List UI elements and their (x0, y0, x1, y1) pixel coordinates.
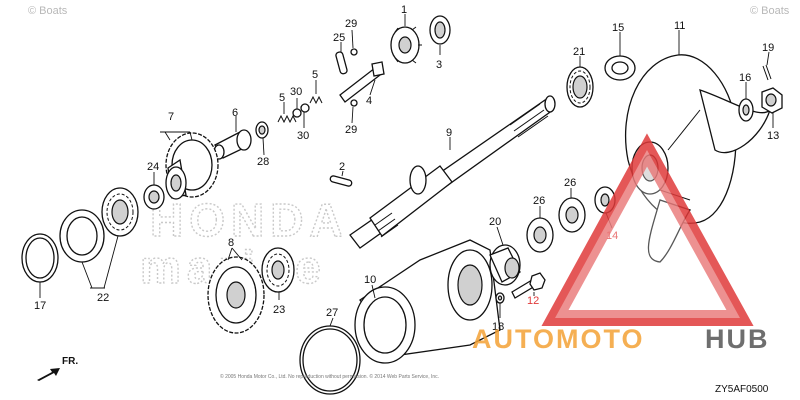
o-ring-27 (299, 325, 361, 395)
callout-21: 21 (573, 46, 585, 58)
detent-spring-right (309, 95, 323, 105)
steel-ball-bottom (350, 99, 358, 107)
o-ring-17 (21, 233, 59, 283)
callout-9: 9 (446, 127, 452, 139)
callout-19: 19 (762, 42, 774, 54)
callout-20: 20 (489, 216, 501, 228)
callout-18: 18 (492, 321, 504, 333)
detent-ball-left (292, 108, 302, 118)
callout-23: 23 (273, 304, 285, 316)
callout-13: 13 (767, 130, 779, 142)
callout-26a: 26 (533, 195, 545, 207)
callout-1: 1 (401, 4, 407, 16)
callout-30b: 30 (297, 130, 309, 142)
washer-18 (495, 292, 505, 304)
clutch-shifter (390, 26, 422, 64)
callout-28: 28 (257, 156, 269, 168)
callout-26b: 26 (564, 177, 576, 189)
washer-28 (255, 121, 269, 139)
bearing-21 (566, 66, 594, 108)
washer-16 (738, 98, 754, 122)
callout-2: 2 (339, 161, 345, 173)
callout-24: 24 (147, 161, 159, 173)
corner-watermark-left: © Boats (28, 5, 68, 17)
steel-ball-top (350, 48, 358, 56)
leader-lines (39, 14, 774, 327)
callout-29a: 29 (345, 18, 357, 30)
callout-30a: 30 (290, 86, 302, 98)
center-watermark-brand: HONDA (150, 194, 349, 246)
bearing-23 (261, 247, 295, 293)
diagram-code: ZY5AF0500 (715, 384, 769, 395)
propeller-shaft (349, 95, 556, 249)
detent-ball-right (300, 103, 310, 113)
logo-text-automoto: AUTOMOTO (472, 324, 645, 354)
callout-10: 10 (364, 274, 376, 286)
detent-spring-left (277, 114, 297, 124)
logo-triangle (541, 133, 754, 326)
callout-22: 22 (97, 292, 109, 304)
callout-15: 15 (612, 22, 624, 34)
callout-11: 11 (674, 20, 685, 32)
needle-bearing (489, 244, 521, 286)
shift-rod (213, 129, 252, 160)
bearing-24 (143, 184, 165, 210)
callout-25: 25 (333, 32, 345, 44)
callout-29b: 29 (345, 124, 357, 136)
forward-gear (165, 132, 219, 200)
callout-7: 7 (168, 111, 174, 123)
oil-seal-left (526, 217, 554, 253)
callout-5b: 5 (312, 69, 318, 81)
callout-4: 4 (366, 95, 372, 107)
callout-numbers: 1 2 3 4 5 5 6 7 8 9 10 11 12 13 14 15 16… (34, 4, 779, 333)
automotohub-logo: AUTOMOTO HUB (472, 133, 770, 354)
copyright-notice: © 2005 Honda Motor Co., Ltd. No reproduc… (220, 373, 439, 380)
corner-watermark-right: © Boats (750, 5, 790, 17)
propeller-nut (761, 87, 783, 114)
callout-12: 12 (527, 295, 539, 307)
callout-6: 6 (232, 107, 238, 119)
cotter-pin (762, 64, 772, 81)
bearing-holder-case (354, 239, 501, 364)
callout-3: 3 (436, 59, 442, 71)
shaft-pin (329, 175, 353, 187)
thrust-washer (604, 55, 636, 81)
callout-5a: 5 (279, 92, 285, 104)
reverse-gear (207, 256, 265, 334)
callout-16: 16 (739, 72, 751, 84)
oil-seal-right (558, 197, 586, 233)
taper-bearing (59, 187, 139, 263)
callout-17: 17 (34, 300, 46, 312)
direction-label: FR. (62, 356, 78, 367)
logo-text-hub: HUB (705, 324, 770, 354)
clutch-ring (429, 15, 451, 45)
callout-8: 8 (228, 237, 234, 249)
shift-pin (335, 51, 348, 75)
shift-slider (339, 61, 385, 103)
front-direction-arrow: FR. (37, 356, 78, 381)
bolt (511, 272, 546, 299)
callout-27: 27 (326, 307, 338, 319)
